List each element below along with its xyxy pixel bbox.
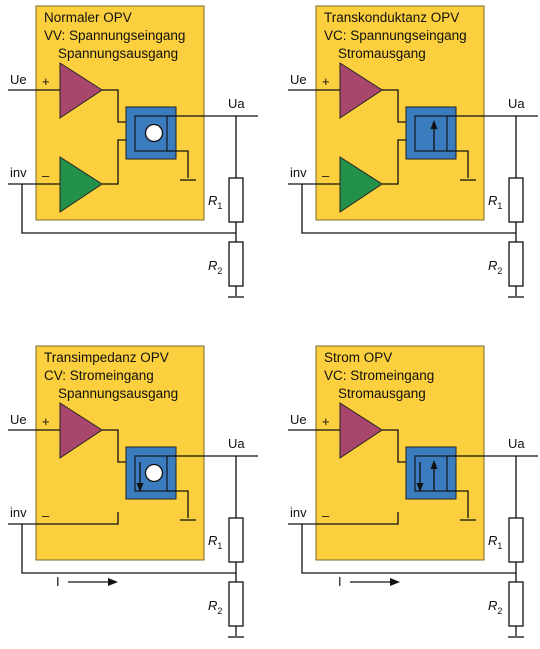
resistor-r1 xyxy=(228,517,244,563)
voltage-amplifier xyxy=(339,402,383,459)
inv-label: inv xyxy=(10,165,27,180)
current-arrow-icon xyxy=(108,578,118,586)
resistor-r1 xyxy=(508,517,524,563)
resistor-r1 xyxy=(508,177,524,223)
ue-label: Ue xyxy=(10,72,27,87)
amp-to-stage-wire xyxy=(102,89,126,123)
panel-title-line1: Transkonduktanz OPV xyxy=(324,10,459,25)
ue-label: Ue xyxy=(290,412,307,427)
inv-label: inv xyxy=(10,505,27,520)
current-amplifier xyxy=(339,156,383,213)
plus-sign: + xyxy=(322,74,330,89)
output-stage-inner xyxy=(414,455,448,492)
current-source-arrow-icon xyxy=(430,120,438,129)
r2-label: R2 xyxy=(208,598,222,616)
panel-vv: Normaler OPV VV: SpannungseingangSpannung… xyxy=(8,5,258,298)
resistor-r2 xyxy=(508,241,524,287)
stage-ground-wire xyxy=(167,150,189,178)
panel-title-line3: Spannungsausgang xyxy=(58,386,178,401)
voltage-amplifier xyxy=(59,62,103,119)
input-mirror-arrow-icon xyxy=(136,483,144,492)
output-stage-inner xyxy=(414,115,448,152)
r1-label: R1 xyxy=(488,193,502,211)
minus-sign: – xyxy=(322,508,330,523)
ue-label: Ue xyxy=(290,72,307,87)
panel-title-line3: Stromausgang xyxy=(338,386,426,401)
current-source-arrow-icon xyxy=(430,460,438,469)
panel-title-line1: Strom OPV xyxy=(324,350,392,365)
ue-label: Ue xyxy=(10,412,27,427)
voltage-source-icon xyxy=(144,123,164,143)
minus-sign: – xyxy=(322,168,330,183)
r2-label: R2 xyxy=(488,598,502,616)
amp-to-stage-wire xyxy=(382,89,406,123)
minus-sign: – xyxy=(42,508,50,523)
panel-title-line1: Normaler OPV xyxy=(44,10,132,25)
current-label: I xyxy=(338,574,342,589)
stage-ground-wire xyxy=(447,150,469,178)
voltage-amplifier xyxy=(59,402,103,459)
current-arrow-icon xyxy=(390,578,400,586)
panel-title-line2: VC: Stromeingang xyxy=(324,368,434,383)
resistor-r1 xyxy=(228,177,244,223)
r2-label: R2 xyxy=(488,258,502,276)
inv-to-stage-wire xyxy=(340,512,399,525)
inv-label: inv xyxy=(290,165,307,180)
panel-title-line3: Stromausgang xyxy=(338,46,426,61)
output-stage-inner xyxy=(134,455,168,492)
r2-label: R2 xyxy=(208,258,222,276)
resistor-r2 xyxy=(508,581,524,627)
feedback-wire xyxy=(21,524,236,574)
amp2-to-stage-wire xyxy=(382,139,406,185)
voltage-source-icon xyxy=(144,463,164,483)
plus-sign: + xyxy=(42,74,50,89)
amp2-to-stage-wire xyxy=(102,139,126,185)
ua-label: Ua xyxy=(508,96,525,111)
inv-label: inv xyxy=(290,505,307,520)
panel-title-line2: VC: Spannungseingang xyxy=(324,28,467,43)
panel-title-line2: CV: Stromeingang xyxy=(44,368,154,383)
panel-title-line2: VV: Spannungseingang xyxy=(44,28,185,43)
inv-to-stage-wire xyxy=(60,512,119,525)
feedback-wire xyxy=(301,524,516,574)
stage-ground-wire xyxy=(447,490,469,518)
ua-label: Ua xyxy=(228,436,245,451)
ua-label: Ua xyxy=(508,436,525,451)
input-mirror-arrow-icon xyxy=(416,483,424,492)
ua-label: Ua xyxy=(228,96,245,111)
stage-ground-wire xyxy=(167,490,189,518)
amp-to-stage-wire xyxy=(102,429,126,463)
panel-cv: Transimpedanz OPV CV: StromeingangSpannun… xyxy=(8,345,258,638)
resistor-r2 xyxy=(228,581,244,627)
panel-title-line1: Transimpedanz OPV xyxy=(44,350,169,365)
panel-title-line3: Spannungsausgang xyxy=(58,46,178,61)
r1-label: R1 xyxy=(208,193,222,211)
voltage-amplifier xyxy=(339,62,383,119)
amp-to-stage-wire xyxy=(382,429,406,463)
resistor-r2 xyxy=(228,241,244,287)
panel-vc: Transkonduktanz OPV VC: SpannungseingangS… xyxy=(288,5,538,298)
plus-sign: + xyxy=(42,414,50,429)
minus-sign: – xyxy=(42,168,50,183)
current-amplifier xyxy=(59,156,103,213)
current-label: I xyxy=(56,574,60,589)
r1-label: R1 xyxy=(488,533,502,551)
feedback-wire xyxy=(21,184,236,234)
feedback-wire xyxy=(301,184,516,234)
output-stage-inner xyxy=(134,115,168,152)
r1-label: R1 xyxy=(208,533,222,551)
plus-sign: + xyxy=(322,414,330,429)
